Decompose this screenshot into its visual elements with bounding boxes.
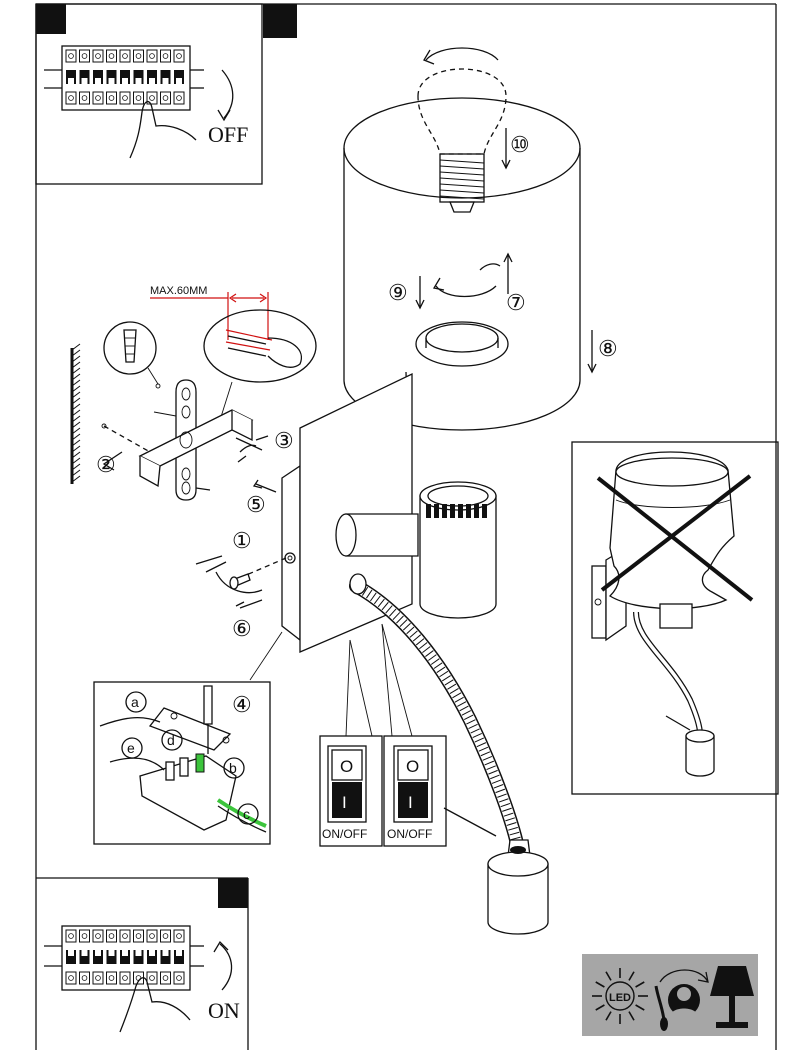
led-sun-icon: LED	[592, 968, 648, 1024]
wiring-detail-panel: ④ a b c d e	[93, 681, 271, 845]
switch-2-label: ON/OFF	[387, 827, 432, 841]
wall-hatch	[70, 343, 81, 484]
step-1-label: ①	[232, 528, 252, 553]
technician-swap-icon	[654, 969, 709, 1031]
breaker-on-panel: ON	[36, 877, 249, 1050]
svg-text:LED: LED	[609, 992, 631, 1004]
callout-d: d	[167, 732, 175, 748]
switch-panel-2: O I ON/OFF	[383, 735, 447, 847]
on-label: ON	[208, 998, 240, 1023]
off-label: OFF	[208, 122, 248, 147]
switch-1-label: ON/OFF	[322, 827, 367, 841]
switch-2-off-symbol: O	[406, 757, 419, 776]
breaker-switch-on-icon	[44, 925, 233, 1033]
step-8-label: ⑧	[598, 336, 618, 361]
cable-callout: MAX.60MM	[150, 285, 317, 421]
step-4-label: ④	[232, 692, 252, 717]
switch-1-off-symbol: O	[340, 757, 353, 776]
callout-c: c	[243, 806, 250, 822]
breaker-switch-off-icon	[44, 45, 234, 159]
max-cable-label: MAX.60MM	[150, 285, 207, 297]
screw-icon	[229, 573, 251, 590]
callout-a: a	[131, 694, 139, 710]
step-6-label: ⑥	[232, 616, 252, 641]
step-5-label: ⑤	[246, 492, 266, 517]
callout-b: b	[229, 760, 237, 776]
breaker-off-panel: OFF	[35, 3, 297, 185]
switch-2-on-symbol: I	[408, 793, 413, 812]
switch-1-on-symbol: I	[342, 793, 347, 812]
switch-panel-1: O I ON/OFF	[319, 735, 383, 847]
step-7-label: ⑦	[506, 290, 526, 315]
table-lamp-icon	[710, 966, 754, 1028]
no-fabric-shade-warning-panel	[571, 441, 779, 795]
wall-bracket	[101, 379, 263, 501]
callout-e: e	[127, 740, 135, 756]
step-3-label: ③	[274, 428, 294, 453]
wall-lamp-body	[281, 372, 549, 935]
step-9-label: ⑨	[388, 280, 408, 305]
step-10-label: ⑩	[510, 132, 530, 157]
light-bulb	[417, 47, 507, 213]
wall-plug-callout	[103, 321, 161, 389]
footer-icon-strip: LED	[582, 954, 758, 1036]
step-2-label: ②	[96, 452, 116, 477]
